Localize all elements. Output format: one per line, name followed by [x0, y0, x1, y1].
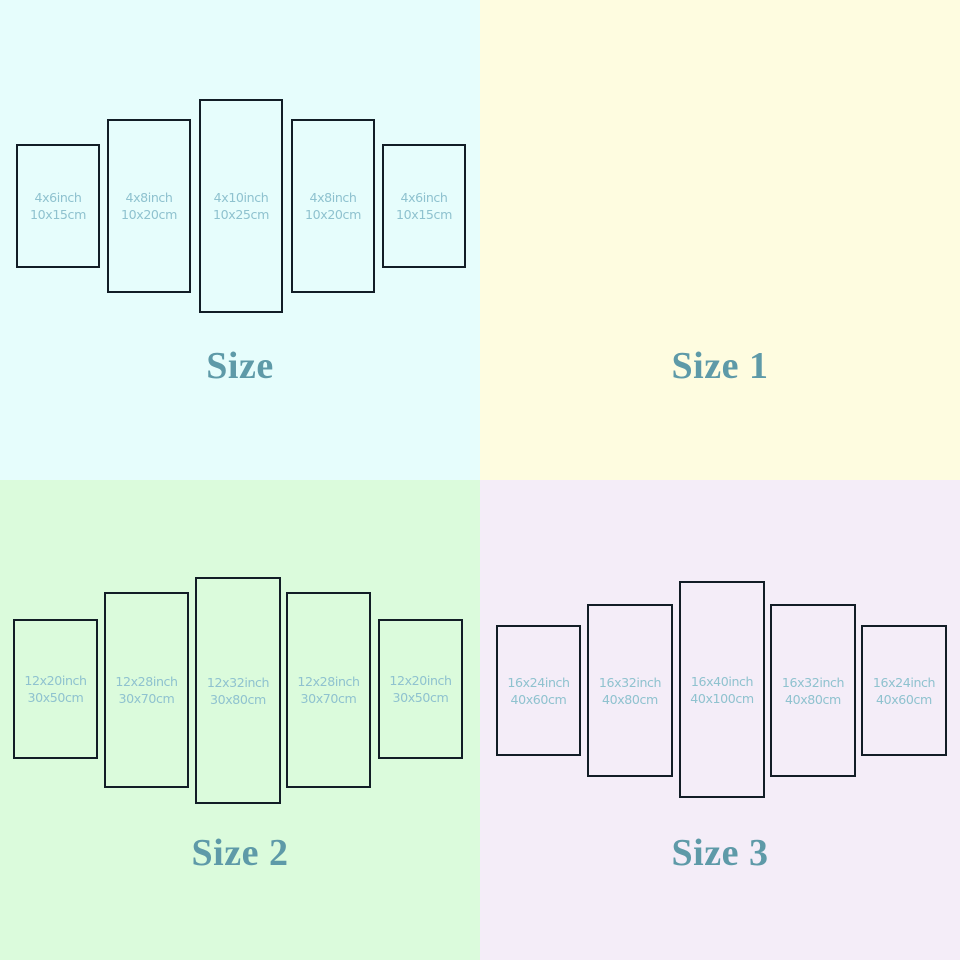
panel-label-stack: 4x6inch 10x15cm	[30, 189, 86, 223]
panel-size-cm: 30x70cm	[118, 691, 175, 706]
panel-size-inch: 12x20inch	[24, 673, 87, 688]
canvas-panel-2[interactable]: 12x28inch 30x70cm	[104, 592, 189, 788]
quadrant-size[interactable]: 4x6inch 10x15cm 4x8inch 10x20cm 4x10inch 10x2…	[0, 0, 480, 480]
panel-size-cm: 30x50cm	[27, 690, 84, 705]
panel-label-stack: 12x28inch 30x70cm	[297, 673, 360, 707]
canvas-panel-2[interactable]: 4x8inch 10x20cm	[107, 119, 191, 293]
canvas-panel-3[interactable]: 4x10inch 10x25cm	[199, 99, 283, 313]
panel-size-cm: 40x80cm	[602, 691, 658, 707]
panel-size-inch: 12x28inch	[115, 674, 178, 689]
panel-label-stack: 4x8inch 10x20cm	[305, 189, 361, 223]
panel-size-cm: 40x60cm	[510, 691, 567, 707]
quadrant-title-size-2: Size 2	[191, 832, 289, 874]
panel-size-inch: 4x6inch	[34, 190, 82, 205]
panel-size-cm: 40x60cm	[876, 691, 932, 707]
panel-size-cm: 30x70cm	[300, 691, 357, 706]
panel-group-size: 4x6inch 10x15cm 4x8inch 10x20cm 4x10inch 10x2…	[0, 0, 480, 480]
panel-size-cm: 30x80cm	[210, 691, 266, 707]
quadrant-size-1[interactable]: 8x14inch20x35cm8x18inch20x45cm8x22inch20…	[480, 0, 960, 480]
panel-size-inch: 16x24inch	[872, 674, 936, 690]
panel-size-inch: 12x32inch	[206, 674, 270, 690]
quadrant-title-size: Size	[206, 345, 274, 387]
panel-label-stack: 12x20inch 30x50cm	[389, 672, 452, 706]
panel-size-inch: 4x10inch	[213, 190, 269, 205]
panel-group-size-1: 8x14inch20x35cm8x18inch20x45cm8x22inch20…	[480, 0, 960, 480]
panel-size-inch: 16x24inch	[507, 674, 570, 690]
panel-label-stack: 4x8inch 10x20cm	[121, 189, 177, 223]
panel-label-stack: 4x6inch 10x15cm	[396, 189, 452, 223]
panel-label-stack: 12x20inch 30x50cm	[24, 672, 87, 706]
canvas-panel-5[interactable]: 12x20inch 30x50cm	[378, 619, 463, 759]
quadrant-title-size-1: Size 1	[671, 345, 769, 387]
panel-size-inch: 16x32inch	[781, 674, 845, 690]
canvas-panel-5[interactable]: 4x6inch 10x15cm	[382, 144, 466, 268]
panel-size-inch: 16x40inch	[690, 673, 754, 689]
panel-size-inch: 4x8inch	[125, 190, 173, 205]
panel-size-cm: 40x100cm	[690, 690, 754, 706]
quadrant-size-2[interactable]: 12x20inch 30x50cm 12x28inch 30x70cm 12x32inc…	[0, 480, 480, 960]
panel-size-cm: 10x15cm	[396, 207, 452, 222]
panel-size-cm: 10x20cm	[305, 207, 361, 222]
panel-size-cm: 40x80cm	[785, 691, 841, 707]
canvas-panel-4[interactable]: 4x8inch 10x20cm	[291, 119, 375, 293]
canvas-panel-4[interactable]: 12x28inch 30x70cm	[286, 592, 371, 788]
panel-label-stack: 4x10inch 10x25cm	[213, 189, 269, 223]
canvas-panel-1[interactable]: 4x6inch 10x15cm	[16, 144, 100, 268]
panel-size-cm: 10x15cm	[30, 207, 86, 222]
panel-size-inch: 12x20inch	[389, 673, 452, 688]
panel-size-inch: 4x8inch	[309, 190, 357, 205]
panel-size-cm: 10x20cm	[121, 207, 177, 222]
panel-group-size-2: 12x20inch 30x50cm 12x28inch 30x70cm 12x32inc…	[0, 480, 480, 960]
panel-size-cm: 10x25cm	[213, 207, 269, 222]
quadrant-title-size-3: Size 3	[671, 832, 769, 874]
panel-size-inch: 4x6inch	[400, 190, 448, 205]
panel-size-cm: 30x50cm	[392, 690, 449, 705]
panel-size-inch: 16x32inch	[598, 674, 662, 690]
panel-label-stack: 12x28inch 30x70cm	[115, 673, 178, 707]
panel-size-inch: 12x28inch	[297, 674, 360, 689]
canvas-panel-1[interactable]: 12x20inch 30x50cm	[13, 619, 98, 759]
